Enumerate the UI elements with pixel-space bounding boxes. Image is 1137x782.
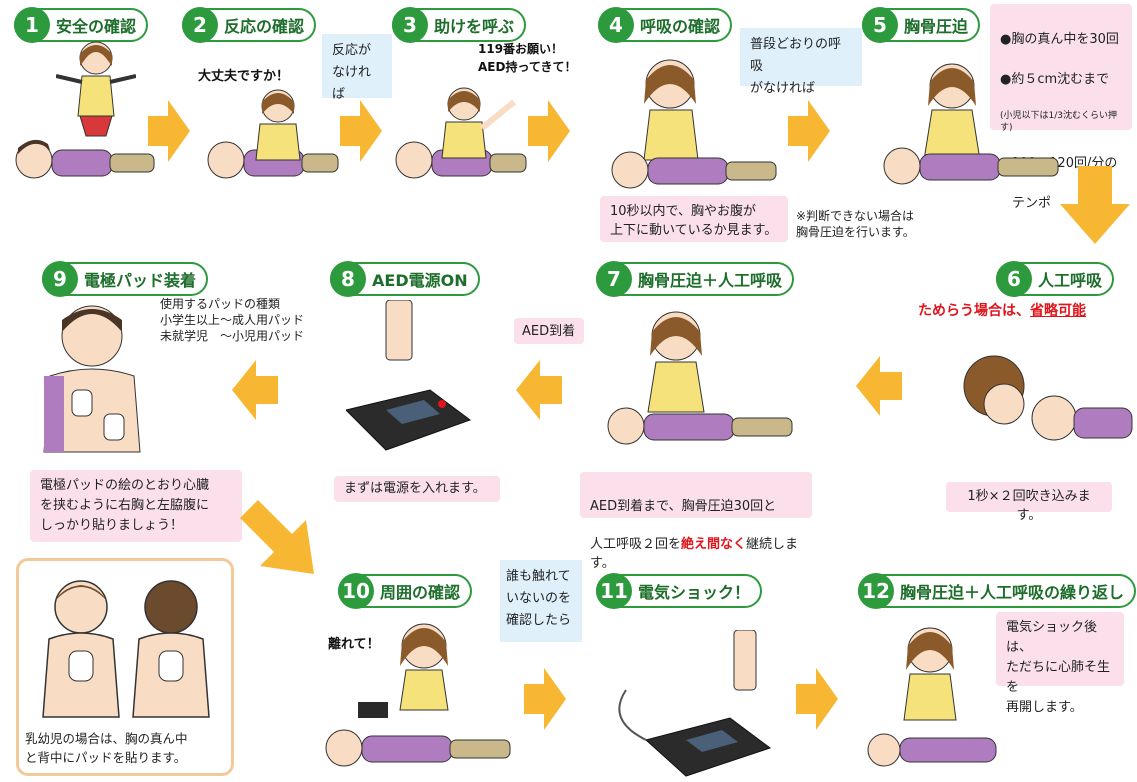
arrow-7-8 [516,360,562,420]
step-7-aed-arrive: AED到着 [514,318,584,344]
step-4-check: 10秒以内で、胸やお腹が 上下に動いているか見ます。 [600,196,788,242]
arrow-1-2 [148,100,190,162]
step-5-point-2: ●約５cm沈むまで [1000,72,1110,87]
arrow-2-3 [340,100,382,162]
step-10-label: 10 周囲の確認 [338,573,473,609]
arrow-8-9 [232,360,278,420]
step-2-speech: 大丈夫ですか！ [198,69,290,84]
step-2-condition: 反応が なければ [322,34,392,102]
step-11-label: 11 電気ショック！ [596,573,763,609]
infant-pad-desc: 乳幼児の場合は、胸の真ん中 と背中にパッドを貼ります。 [25,731,188,765]
step-5-illustration [883,63,1059,185]
arrow-4-5 [788,100,830,162]
step-8-aed-device [346,300,472,451]
step-6-blow: 1秒×２回吹き込みます。 [946,482,1112,523]
step-4-note: ※判断できない場合は 胸骨圧迫を行います。 [796,209,915,239]
step-6-label: 6 人工呼吸 [996,261,1115,297]
step-8-desc: まずは電源を入れます。 [334,476,500,502]
step-5-label: 5 胸骨圧迫 [862,7,981,43]
step-5-point-1: ●胸の真ん中を30回 [1000,32,1119,47]
step-11-aed-device [618,630,772,777]
infant-pad-illustration [42,580,210,718]
step-2-label: 2 反応の確認 [182,7,317,43]
step-3-speech: 119番お願い！ AED持ってきて！ [478,42,577,74]
step-4-condition: 普段どおりの呼吸 がなければ [740,28,862,96]
step-3-label: 3 助けを呼ぶ [392,7,527,43]
step-4-label: 4 呼吸の確認 [598,7,733,43]
step-1-label: 1 安全の確認 [14,7,149,43]
step-10-condition: 誰も触れて いないのを 確認したら [500,560,582,642]
infant-pad-box: 乳幼児の場合は、胸の真ん中 と背中にパッドを貼ります。 [16,558,234,776]
step-2-rescuer [255,89,301,161]
arrow-6-7 [856,356,902,416]
step-10-speech: 離れて！ [328,637,380,652]
step-7-label: 7 胸骨圧迫＋人工呼吸 [596,261,795,297]
step-9-label: 9 電極パッド装着 [42,261,209,297]
step-9-illustration [43,305,141,453]
step-5-point-3-cont: テンポ [1012,196,1052,211]
step-7-illustration [607,311,793,445]
step-7-desc: AED到着まで、胸骨圧迫30回と 人工呼吸２回を絶え間なく継続します。 [580,472,812,571]
arrow-11-12 [796,668,838,730]
step-6-warning: ためらう場合は、省略可能 [918,303,1086,319]
step-9-pad-types: 使用するパッドの種類 小学生以上〜成人用パッド 未就学児 〜小児用パッド [160,297,305,343]
arrow-3-4 [528,100,570,162]
arrow-5-6 [1060,166,1130,244]
step-10-illustration [325,623,511,767]
step-12-label: 12 胸骨圧迫＋人工呼吸の繰り返し [858,573,1137,609]
step-6-illustration [963,355,1133,441]
step-1-rescuer [56,41,136,137]
step-4-illustration [611,59,777,189]
arrow-9-10 [240,500,314,574]
step-3-rescuer [441,87,516,159]
step-9-desc: 電極パッドの絵のとおり心臓 を挟むように右胸と左脇腹に しっかり貼りましょう！ [30,470,242,542]
arrow-10-11 [524,668,566,730]
step-12-illustration [867,627,997,767]
step-8-label: 8 AED電源ON [330,261,480,297]
step-1-lying-person [15,139,155,179]
step-5-point-2-sub: (小児以下は1/3沈むくらい押す) [1000,111,1117,133]
step-12-desc: 電気ショック後は、 ただちに心肺そ生を 再開します。 [996,612,1124,715]
